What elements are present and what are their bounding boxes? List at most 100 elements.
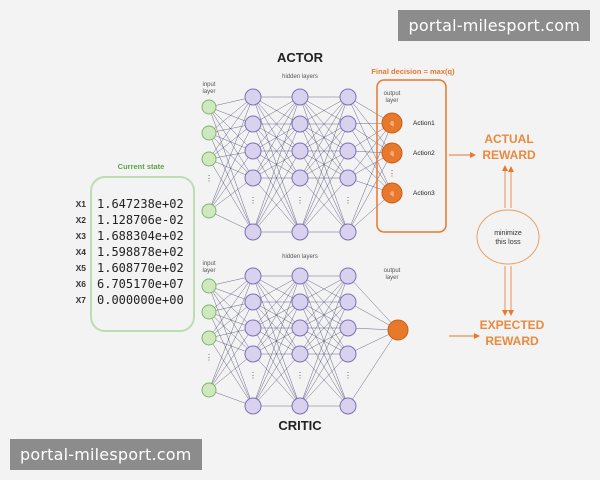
critic-input-label-2: layer bbox=[202, 268, 215, 274]
actor-edge bbox=[299, 96, 349, 233]
actor-hidden-node bbox=[291, 88, 309, 106]
actor-output-node-label: q bbox=[390, 121, 393, 127]
actor-edge bbox=[299, 123, 349, 233]
critic-hidden-node bbox=[339, 397, 357, 415]
critic-hidden-node bbox=[339, 319, 357, 337]
critic-edge bbox=[299, 301, 349, 355]
actor-hidden-node bbox=[244, 88, 262, 106]
actor-edge bbox=[252, 150, 301, 233]
actor-input-label: input bbox=[202, 82, 215, 88]
actor-hidden-ellipsis: ⋮ bbox=[344, 196, 352, 205]
action-label-2: Action2 bbox=[413, 150, 435, 157]
critic-input-label: input bbox=[202, 261, 215, 267]
actor-edge bbox=[208, 123, 254, 160]
actor-edge bbox=[347, 123, 393, 194]
critic-hidden-node bbox=[291, 267, 309, 285]
actor-edge bbox=[208, 158, 254, 233]
actual-reward-line-2: REWARD bbox=[482, 148, 536, 162]
state-row-key: X6 bbox=[76, 279, 87, 289]
actor-input-node bbox=[201, 203, 217, 219]
actor-input-node bbox=[201, 151, 217, 167]
actual-to-loss-arrowhead bbox=[502, 165, 508, 171]
critic-hidden-node bbox=[291, 293, 309, 311]
actor-to-actual-arrowhead bbox=[470, 152, 476, 158]
critic-input-node bbox=[201, 382, 217, 398]
actor-edge bbox=[208, 132, 254, 233]
state-row-key: X2 bbox=[76, 215, 87, 225]
actor-edge bbox=[347, 152, 393, 233]
actor-edge bbox=[208, 123, 254, 212]
action-label-3: Action3 bbox=[413, 190, 435, 197]
expected-reward-line-1: EXPECTED bbox=[480, 318, 545, 332]
critic-title: CRITIC bbox=[278, 418, 322, 433]
watermark-bottom: portal-milesport.com bbox=[10, 439, 202, 470]
minimize-line-2: this loss bbox=[495, 239, 521, 246]
critic-edge bbox=[299, 275, 349, 407]
actor-input-label-2: layer bbox=[202, 89, 215, 95]
watermark-top: portal-milesport.com bbox=[398, 10, 590, 41]
actor-output-node-label: q bbox=[390, 151, 393, 157]
state-row-key: X5 bbox=[76, 263, 87, 273]
state-panel bbox=[90, 176, 195, 332]
critic-edge bbox=[299, 275, 349, 329]
actor-edge bbox=[208, 96, 254, 134]
actor-hidden-node bbox=[339, 88, 357, 106]
loss-to-expected-arrowhead bbox=[508, 310, 514, 316]
network-nodes: ⋮⋮⋮⋮qqq⋮⋮⋮⋮⋮ bbox=[201, 88, 409, 415]
state-row-key: X3 bbox=[76, 231, 87, 241]
critic-edge bbox=[252, 275, 301, 407]
actor-edge bbox=[208, 177, 254, 212]
state-row-key: X7 bbox=[76, 295, 87, 305]
critic-hidden-node bbox=[339, 293, 357, 311]
state-row-value: 0.000000e+00 bbox=[97, 293, 184, 307]
state-row-key: X1 bbox=[76, 199, 87, 209]
critic-edge bbox=[252, 275, 301, 329]
actor-edge bbox=[252, 177, 301, 233]
actor-output-node bbox=[381, 142, 403, 164]
loss-to-actual-arrowhead bbox=[508, 166, 514, 172]
actor-output-ellipsis: ⋮ bbox=[388, 169, 396, 178]
state-row-key: X4 bbox=[76, 247, 87, 257]
critic-edge bbox=[252, 301, 301, 407]
critic-hidden-node bbox=[291, 345, 309, 363]
actor-edge bbox=[208, 132, 254, 179]
actor-hidden-node bbox=[339, 115, 357, 133]
actor-hidden-node bbox=[244, 169, 262, 187]
critic-hidden-label: hidden layers bbox=[282, 254, 318, 260]
minimize-line-1: minimize bbox=[494, 230, 522, 237]
critic-edge bbox=[252, 275, 301, 355]
actor-input-node bbox=[201, 125, 217, 141]
critic-edge bbox=[299, 301, 349, 407]
actor-output-node-label: q bbox=[390, 191, 393, 197]
actor-edge bbox=[252, 96, 301, 233]
critic-hidden-node bbox=[291, 397, 309, 415]
critic-edge bbox=[299, 275, 349, 303]
critic-hidden-ellipsis: ⋮ bbox=[344, 371, 352, 380]
actor-edge bbox=[208, 106, 254, 152]
critic-hidden-node bbox=[244, 293, 262, 311]
actor-edge bbox=[252, 123, 301, 179]
actor-edge bbox=[347, 96, 393, 194]
actor-hidden-node bbox=[244, 115, 262, 133]
critic-edge bbox=[347, 329, 399, 407]
actor-edge bbox=[299, 96, 349, 125]
actor-edge bbox=[299, 123, 349, 179]
critic-edge bbox=[208, 353, 254, 391]
actor-edge bbox=[208, 150, 254, 212]
actor-edge bbox=[252, 96, 301, 125]
expected-reward-line-2: REWARD bbox=[485, 334, 539, 348]
critic-edge bbox=[208, 327, 254, 391]
critic-edge bbox=[299, 275, 349, 355]
actor-hidden-node bbox=[339, 223, 357, 241]
actor-hidden-node bbox=[244, 142, 262, 160]
critic-edge bbox=[299, 327, 349, 407]
actor-edge bbox=[347, 122, 393, 179]
actor-output-label-2: layer bbox=[385, 98, 398, 104]
state-row-value: 1.608770e+02 bbox=[97, 261, 184, 275]
expected-to-loss-arrowhead bbox=[502, 310, 508, 316]
state-row-value: 1.647238e+02 bbox=[97, 197, 184, 211]
critic-edge bbox=[252, 353, 301, 407]
critic-edge bbox=[208, 275, 254, 313]
critic-input-ellipsis: ⋮ bbox=[205, 353, 213, 362]
